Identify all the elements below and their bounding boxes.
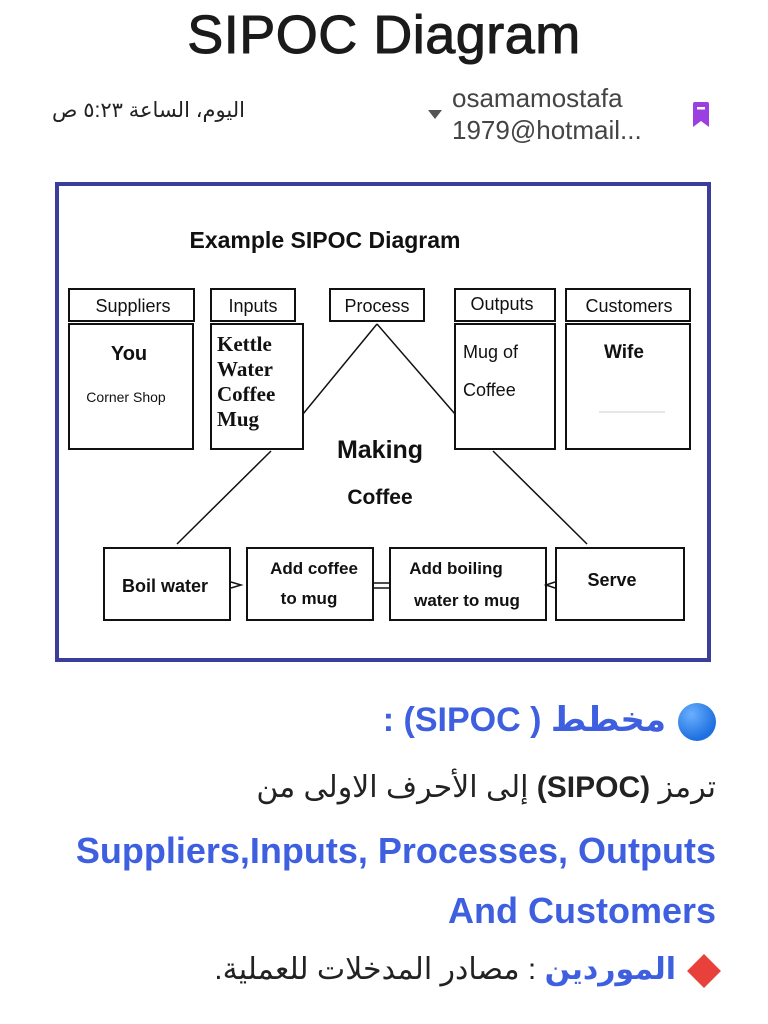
- column-header-outputs: Outputs: [454, 288, 556, 322]
- para-sipoc: (SIPOC): [536, 771, 651, 804]
- input-item-coffee: Coffee: [217, 382, 275, 406]
- step-connector-2: [374, 582, 389, 589]
- svg-text:water to mug: water to mug: [413, 591, 520, 610]
- svg-text:Add coffee: Add coffee: [270, 559, 358, 578]
- step-connector-3: [543, 581, 556, 589]
- chevron-down-icon[interactable]: [428, 110, 442, 119]
- para-start: ترمز: [658, 771, 716, 804]
- post-date: اليوم، الساعة ٥:٢٣ ص: [52, 99, 245, 122]
- author-email-line1: osamamostafa: [452, 83, 623, 113]
- input-item-kettle: Kettle: [217, 332, 272, 356]
- english-expansion-line1: Suppliers,Inputs, Processes, Outputs: [75, 830, 716, 871]
- process-center-line1: Making: [337, 436, 423, 464]
- column-header-inputs: Inputs: [210, 288, 296, 322]
- input-item-water: Water: [217, 357, 273, 381]
- input-item-mug: Mug: [217, 407, 260, 431]
- column-header-customers: Customers: [565, 288, 691, 322]
- customer-item-wife: Wife: [604, 342, 644, 363]
- process-step-add-coffee: Add coffee to mug: [246, 547, 374, 621]
- blue-circle-icon: [678, 703, 716, 742]
- svg-text:Inputs: Inputs: [228, 296, 277, 316]
- svg-text:Suppliers: Suppliers: [95, 296, 170, 316]
- bookmark-icon[interactable]: [692, 102, 710, 128]
- supplier-item-you: You: [111, 343, 147, 365]
- output-item-mug-of: Mug of: [463, 342, 519, 362]
- page-title: SIPOC Diagram: [187, 5, 581, 66]
- suppliers-definition: الموردين : مصادر المدخلات للعملية.: [0, 952, 721, 989]
- outputs-box: [454, 323, 556, 450]
- sipoc-diagram-svg: Example SIPOC Diagram Suppliers Inputs P…: [68, 227, 691, 621]
- svg-text:Boil water: Boil water: [122, 576, 208, 596]
- process-triangle: [176, 323, 588, 545]
- customers-box: [565, 323, 691, 450]
- step-connector-1: [230, 581, 244, 589]
- supplier-item-corner-shop: Corner Shop: [86, 389, 166, 405]
- suppliers-text: : مصادر المدخلات للعملية.: [214, 953, 537, 986]
- column-header-suppliers: Suppliers: [68, 288, 195, 322]
- english-expansion-line2: And Customers: [447, 890, 716, 931]
- output-item-coffee: Coffee: [463, 380, 516, 400]
- author-email[interactable]: osamamostafa 1979@hotmail...: [452, 82, 642, 146]
- sipoc-diagram-image: Example SIPOC Diagram Suppliers Inputs P…: [55, 182, 711, 662]
- section-heading-arabic: مخطط: [550, 701, 666, 739]
- svg-text:to mug: to mug: [281, 589, 338, 608]
- suppliers-box: [68, 323, 194, 450]
- svg-text:Outputs: Outputs: [470, 294, 533, 314]
- process-center-line2: Coffee: [347, 486, 412, 509]
- inputs-box: [210, 323, 304, 450]
- diagram-heading: Example SIPOC Diagram: [190, 227, 461, 253]
- svg-text:Serve: Serve: [587, 570, 636, 590]
- section-heading-tag: ( SIPOC) :: [382, 701, 542, 739]
- svg-text:Add boiling: Add boiling: [409, 559, 502, 578]
- red-diamond-icon: [687, 954, 721, 989]
- suppliers-label: الموردين: [544, 953, 676, 986]
- para-end: إلى الأحرف الاولى من: [256, 771, 529, 804]
- process-step-add-boiling-water: Add boiling water to mug: [389, 547, 547, 621]
- definition-paragraph: ترمز (SIPOC) إلى الأحرف الاولى من: [0, 770, 716, 805]
- svg-text:Customers: Customers: [585, 296, 672, 316]
- section-heading: مخطط ( SIPOC) :: [0, 700, 716, 742]
- process-step-boil-water: Boil water: [103, 547, 231, 621]
- post-meta: اليوم، الساعة ٥:٢٣ ص osamamostafa 1979@h…: [0, 82, 768, 152]
- column-header-process: Process: [329, 288, 425, 322]
- process-step-serve: Serve: [555, 547, 685, 621]
- author-email-line2: 1979@hotmail...: [452, 115, 642, 145]
- svg-text:Process: Process: [344, 296, 409, 316]
